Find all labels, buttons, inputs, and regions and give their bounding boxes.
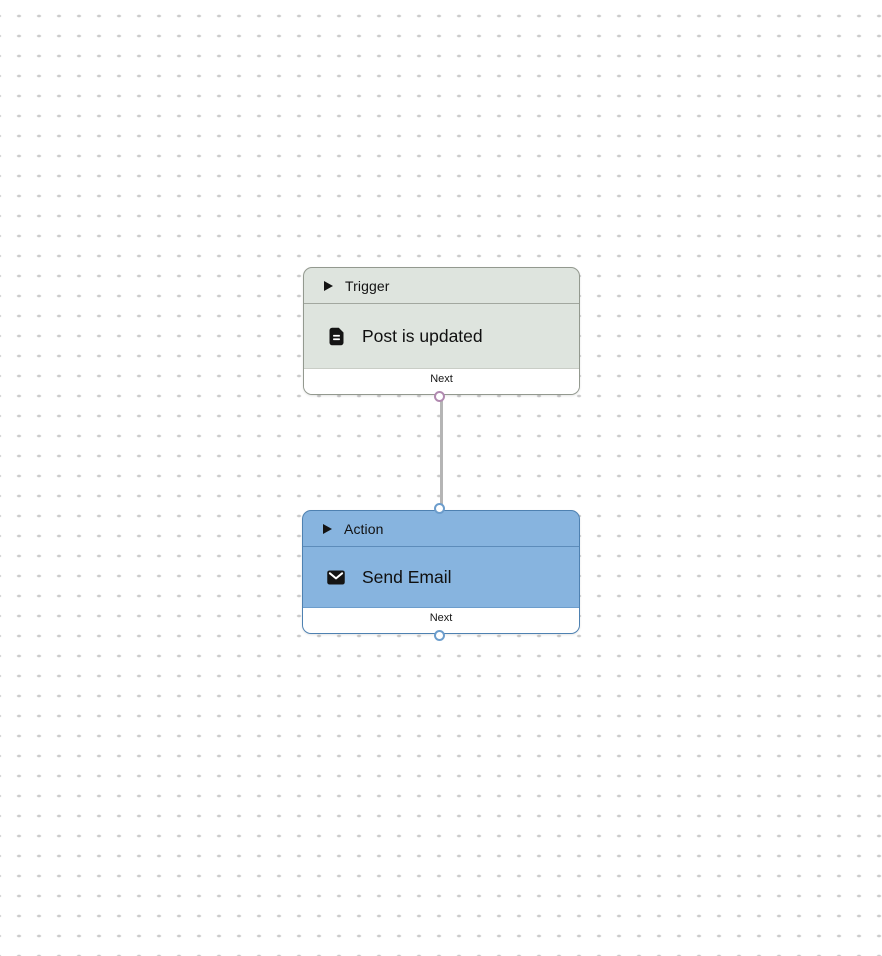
play-triangle-icon[interactable] [324,280,333,291]
trigger-node-header[interactable]: Trigger [304,268,579,304]
trigger-output-port[interactable] [434,391,445,402]
next-port-label: Next [430,373,453,385]
node-title: Post is updated [362,325,483,346]
document-icon [326,326,347,347]
trigger-node-footer: Next [304,368,579,394]
email-icon [325,567,347,588]
action-node-footer: Next [303,607,579,633]
node-title: Send Email [362,566,452,587]
node-type-label: Trigger [345,277,390,294]
next-port-label: Next [429,612,453,624]
trigger-node-body[interactable]: Post is updated [304,304,579,368]
action-node-body[interactable]: Send Email [303,547,579,607]
action-input-port[interactable] [433,503,445,514]
trigger-node[interactable]: Trigger Post is updated Next [303,267,580,402]
connector-edge [440,394,443,509]
node-type-label: Action [344,520,384,537]
action-node[interactable]: Action Send Email Next [302,503,580,641]
play-triangle-icon[interactable] [323,523,332,534]
action-node-header[interactable]: Action [303,511,579,547]
action-output-port[interactable] [433,630,445,641]
